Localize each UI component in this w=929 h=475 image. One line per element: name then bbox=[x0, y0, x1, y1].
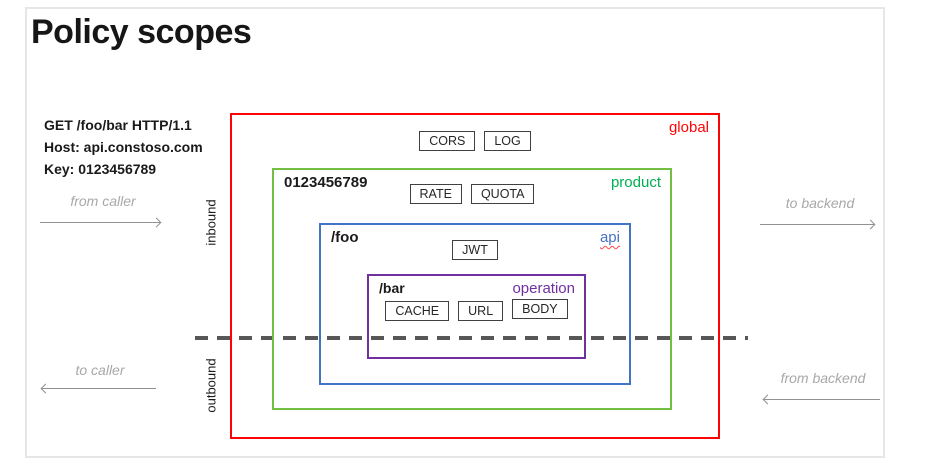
arrow-left-icon bbox=[762, 394, 773, 405]
policy-chip-body: BODY bbox=[512, 299, 568, 319]
to-caller-label: to caller bbox=[75, 362, 125, 378]
policy-row-global: CORS LOG bbox=[232, 131, 718, 151]
slide-area bbox=[25, 7, 885, 458]
scope-box-global: global CORS LOG bbox=[230, 113, 720, 439]
policy-row-product: RATE QUOTA bbox=[274, 184, 670, 204]
arrow-shaft bbox=[40, 222, 160, 223]
to-backend-label: to backend bbox=[785, 195, 855, 211]
arrow-shaft bbox=[764, 399, 880, 400]
from-caller-label: from caller bbox=[70, 193, 136, 209]
to-backend-arrow bbox=[760, 219, 876, 230]
arrow-shaft bbox=[42, 388, 156, 389]
inbound-outbound-divider bbox=[195, 336, 748, 340]
scope-label-operation: operation bbox=[512, 280, 575, 297]
from-backend-label: from backend bbox=[780, 370, 866, 386]
request-text: GET /foo/bar HTTP/1.1 Host: api.constoso… bbox=[44, 114, 203, 180]
from-backend-arrow bbox=[762, 394, 880, 405]
arrow-right-icon bbox=[865, 219, 876, 230]
to-caller-arrow bbox=[40, 383, 156, 394]
api-path: /foo bbox=[331, 229, 359, 246]
from-caller-arrow bbox=[40, 217, 162, 228]
product-key: 0123456789 bbox=[284, 174, 368, 191]
page-title: Policy scopes bbox=[31, 13, 252, 51]
policy-chip-cache: CACHE bbox=[385, 301, 450, 321]
policy-chip-cors: CORS bbox=[419, 131, 476, 151]
operation-path: /bar bbox=[379, 280, 405, 296]
arrow-right-icon bbox=[151, 217, 162, 228]
policy-row-operation: CACHE URL BODY bbox=[369, 299, 584, 321]
scope-label-global: global bbox=[668, 119, 709, 136]
request-line: GET /foo/bar HTTP/1.1 bbox=[44, 117, 192, 133]
arrow-shaft bbox=[760, 224, 874, 225]
request-line: Host: api.constoso.com bbox=[44, 139, 203, 155]
inbound-label: inbound bbox=[203, 199, 219, 246]
scope-label-api: api bbox=[599, 229, 620, 246]
policy-chip-jwt: JWT bbox=[452, 240, 498, 260]
policy-chip-log: LOG bbox=[484, 131, 531, 151]
scope-box-api: /foo api JWT bbox=[319, 223, 631, 385]
scope-box-operation: /bar operation CACHE URL BODY bbox=[367, 274, 586, 359]
policy-chip-rate: RATE bbox=[409, 184, 462, 204]
scope-label-product: product bbox=[610, 174, 661, 191]
policy-row-api: JWT bbox=[321, 240, 629, 260]
arrow-left-icon bbox=[40, 383, 51, 394]
request-line: Key: 0123456789 bbox=[44, 161, 157, 177]
policy-chip-url: URL bbox=[458, 301, 504, 321]
outbound-label: outbound bbox=[203, 358, 219, 413]
scope-box-product: 0123456789 product RATE QUOTA bbox=[272, 168, 672, 410]
policy-chip-quota: QUOTA bbox=[470, 184, 535, 204]
